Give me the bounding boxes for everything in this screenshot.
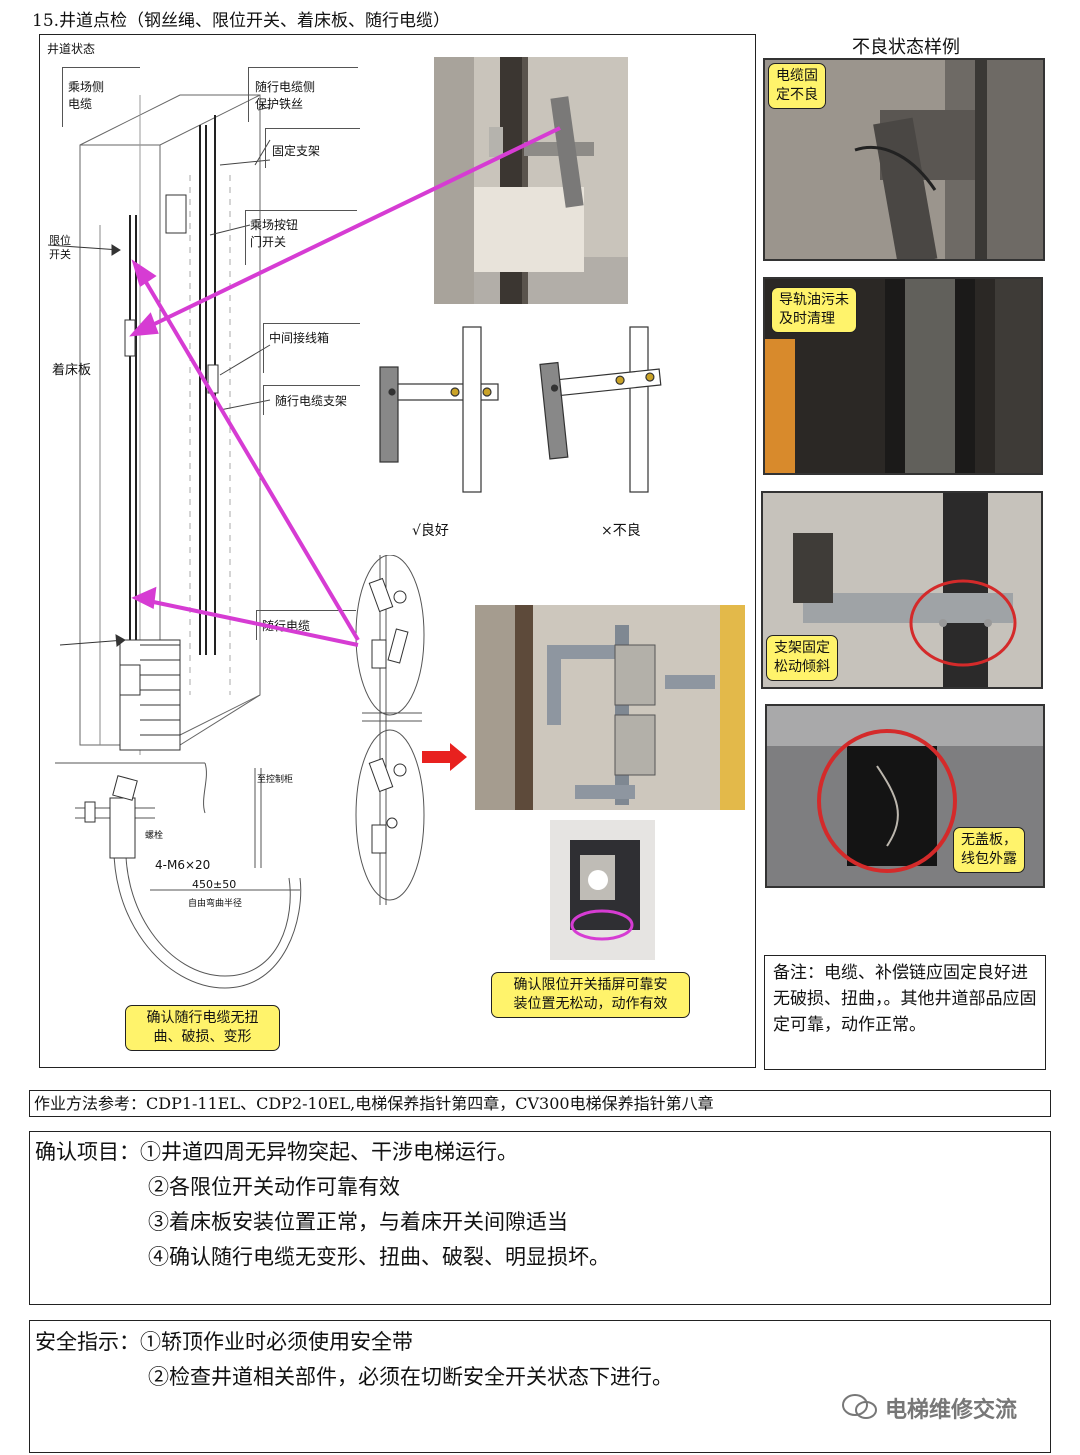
cable-radius-note: 自由弯曲半径 bbox=[188, 899, 243, 909]
bracket-photo bbox=[434, 57, 628, 304]
bad-example-label-2: 导轨油污未 及时清理 bbox=[771, 287, 857, 333]
label-landing-button: 乘场按钮 门开关 bbox=[250, 218, 299, 249]
confirm-item-3: ③着床板安装位置正常，与着床开关间隙适当 bbox=[148, 1210, 568, 1234]
travel-cable-drawing bbox=[55, 762, 302, 989]
cable-dimension: 450±50 bbox=[192, 878, 237, 891]
bad-label: ×不良 bbox=[601, 523, 641, 539]
label-landing-plate: 着床板 bbox=[52, 363, 92, 378]
limit-switch-diagram bbox=[355, 555, 425, 905]
cable-spec: 4-M6×20 bbox=[155, 858, 211, 872]
safety-label: 安全指示： bbox=[35, 1330, 140, 1354]
bad-example-photo-2 bbox=[763, 277, 1043, 475]
cable-to-control: 至控制柜 bbox=[257, 775, 294, 785]
safety-item-2: ②检查井道相关部件，必须在切断安全开关状态下进行。 bbox=[148, 1365, 673, 1389]
red-arrow-icon bbox=[422, 743, 467, 771]
safety-box bbox=[29, 1320, 1051, 1453]
label-fixed-bracket: 固定支架 bbox=[272, 144, 321, 158]
safety-item-1: ①轿顶作业时必须使用安全带 bbox=[140, 1330, 413, 1354]
page-title: 15.井道点检（钢丝绳、限位开关、着床板、随行电缆） bbox=[32, 11, 451, 31]
bad-example-label-1: 电缆固 定不良 bbox=[768, 63, 826, 109]
confirm-item-1: ①井道四周无异物突起、干涉电梯运行。 bbox=[140, 1140, 518, 1164]
limit-switch-photo bbox=[475, 605, 745, 810]
label-landing-cable: 乘场侧 电缆 bbox=[68, 80, 105, 111]
cable-bolt: 螺栓 bbox=[145, 831, 164, 841]
note-box: 备注：电缆、补偿链应固定良好进无破损、扭曲，。其他井道部品应固定可靠，动作正常。 bbox=[764, 955, 1046, 1070]
good-label: √良好 bbox=[412, 523, 449, 539]
label-travel-cable: 随行电缆 bbox=[262, 619, 311, 633]
bad-example-label-3: 支架固定 松动倾斜 bbox=[766, 635, 838, 681]
label-limit-switch: 限位 开关 bbox=[49, 234, 71, 261]
confirm-label: 确认项目： bbox=[35, 1140, 140, 1164]
label-junction-box: 中间接线箱 bbox=[269, 331, 330, 345]
bad-examples-title: 不良状态样例 bbox=[852, 37, 960, 58]
watermark-text: 电梯维修交流 bbox=[885, 1398, 1018, 1423]
shaft-diagram bbox=[47, 94, 271, 755]
callout-limit-switch: 确认限位开关插屏可靠安 装位置无松动，动作有效 bbox=[491, 972, 690, 1018]
label-cable-bracket: 随行电缆支架 bbox=[275, 394, 348, 408]
label-guard-wire: 随行电缆侧 保护铁丝 bbox=[255, 80, 316, 111]
shaft-panel bbox=[39, 34, 756, 1068]
bracket-comparison bbox=[379, 326, 662, 493]
confirm-item-2: ②各限位开关动作可靠有效 bbox=[148, 1175, 400, 1199]
switch-detail-photo bbox=[550, 820, 655, 960]
note-text: 备注：电缆、补偿链应固定良好进无破损、扭曲，。其他井道部品应固定可靠，动作正常。 bbox=[773, 963, 1037, 1035]
reference-text: 作业方法参考：CDP1-11EL、CDP2-10EL,电梯保养指针第四章，CV3… bbox=[34, 1094, 714, 1113]
wechat-icon bbox=[842, 1394, 877, 1419]
confirm-item-4: ④确认随行电缆无变形、扭曲、破裂、明显损坏。 bbox=[148, 1245, 610, 1269]
bad-example-photo-3 bbox=[761, 491, 1043, 689]
shaft-panel-title: 井道状态 bbox=[47, 42, 96, 56]
callout-travel-cable: 确认随行电缆无扭 曲、破损、变形 bbox=[125, 1005, 280, 1051]
confirm-box bbox=[29, 1131, 1051, 1305]
bad-example-label-4: 无盖板， 线包外露 bbox=[953, 827, 1025, 873]
reference-box: 作业方法参考：CDP1-11EL、CDP2-10EL,电梯保养指针第四章，CV3… bbox=[29, 1090, 1051, 1117]
